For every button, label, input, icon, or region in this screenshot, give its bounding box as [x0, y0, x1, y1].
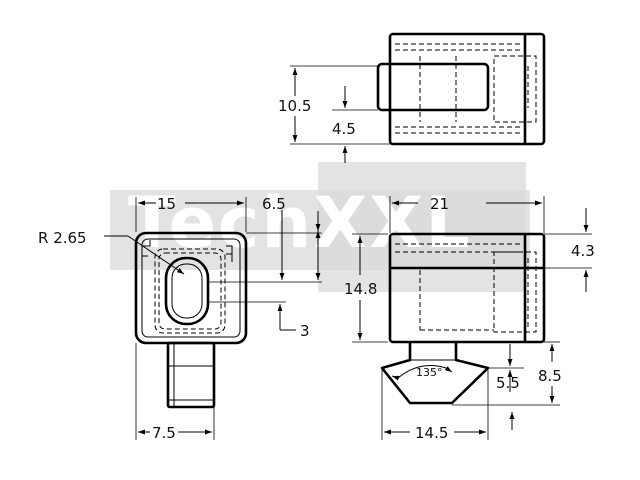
dim-top-height: 10.5	[278, 97, 311, 115]
top-view	[376, 32, 546, 146]
right-view-body	[388, 232, 546, 344]
dim-right-85: 8.5	[538, 367, 562, 385]
dim-right-width: 21	[430, 195, 449, 213]
left-view	[134, 231, 248, 409]
dim-right-bottom: 14.5	[415, 424, 448, 442]
right-view-dimensions	[352, 196, 592, 440]
dim-right-top: 4.3	[571, 242, 595, 260]
dim-right-angle: 135°	[416, 366, 443, 379]
dim-left-small: 3	[300, 322, 310, 340]
dim-left-width: 15	[157, 195, 176, 213]
right-view-dovetail	[380, 342, 490, 405]
left-view-slot	[164, 256, 210, 326]
dim-radius: R 2.65	[38, 229, 87, 247]
dim-right-height: 14.8	[344, 280, 377, 298]
dim-left-bottom: 7.5	[152, 424, 176, 442]
right-view-hidden-pocket	[493, 251, 537, 333]
top-view-hidden-pocket	[493, 55, 537, 123]
dim-top-slot: 4.5	[332, 120, 356, 138]
top-view-slot	[376, 62, 490, 112]
top-view-dimensions	[290, 65, 390, 163]
left-view-dimensions	[104, 197, 322, 440]
dim-right-55: 5.5	[496, 374, 520, 392]
dim-left-offset: 6.5	[262, 195, 286, 213]
left-view-stem	[166, 341, 216, 409]
right-view	[380, 232, 546, 405]
left-view-hidden-outline	[154, 248, 226, 334]
left-view-corner-details	[142, 240, 233, 262]
